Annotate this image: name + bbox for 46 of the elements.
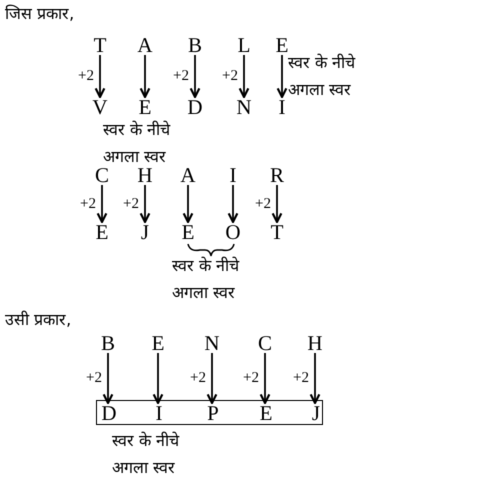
letter: E xyxy=(256,402,276,424)
letter: N xyxy=(202,332,222,354)
letter: H xyxy=(305,332,325,354)
letter: D xyxy=(99,402,119,424)
letter: J xyxy=(306,402,326,424)
letter: O xyxy=(223,221,243,243)
arrow xyxy=(140,185,150,224)
letter: P xyxy=(203,402,223,424)
letter: E xyxy=(178,221,198,243)
answer-frame xyxy=(96,400,323,425)
letter: V xyxy=(90,96,110,118)
letter: T xyxy=(267,221,287,243)
arrow xyxy=(272,185,282,224)
arrow xyxy=(152,353,164,404)
letter: R xyxy=(267,164,287,186)
arrow xyxy=(182,185,194,224)
letter: D xyxy=(185,96,205,118)
arrow xyxy=(238,55,250,98)
note-text: स्वर के नीचे अगला स्वर xyxy=(172,255,240,304)
arrow xyxy=(260,353,270,404)
letter: C xyxy=(255,332,275,354)
letter: A xyxy=(135,34,155,56)
arrow xyxy=(102,353,114,404)
arrow xyxy=(96,185,108,224)
letter: B xyxy=(98,332,118,354)
note-text: स्वर के नीचे अगला स्वर xyxy=(112,430,180,479)
letter: B xyxy=(185,34,205,56)
arrow xyxy=(140,55,150,98)
intro-text: जिस प्रकार, xyxy=(5,3,74,24)
letter: E xyxy=(148,332,168,354)
letter: E xyxy=(92,221,112,243)
letter: A xyxy=(178,164,198,186)
letter: E xyxy=(135,96,155,118)
arrow xyxy=(206,353,218,404)
arrow xyxy=(310,353,320,404)
arrow xyxy=(276,55,288,98)
letter: I xyxy=(149,402,169,424)
letter: T xyxy=(90,34,110,56)
letter: I xyxy=(223,164,243,186)
arrow xyxy=(94,55,106,98)
letter: N xyxy=(234,96,254,118)
letter: J xyxy=(135,221,155,243)
letter: L xyxy=(234,34,254,56)
intro-text: उसी प्रकार, xyxy=(5,309,72,330)
arrow xyxy=(228,185,238,224)
arrow xyxy=(190,55,200,98)
